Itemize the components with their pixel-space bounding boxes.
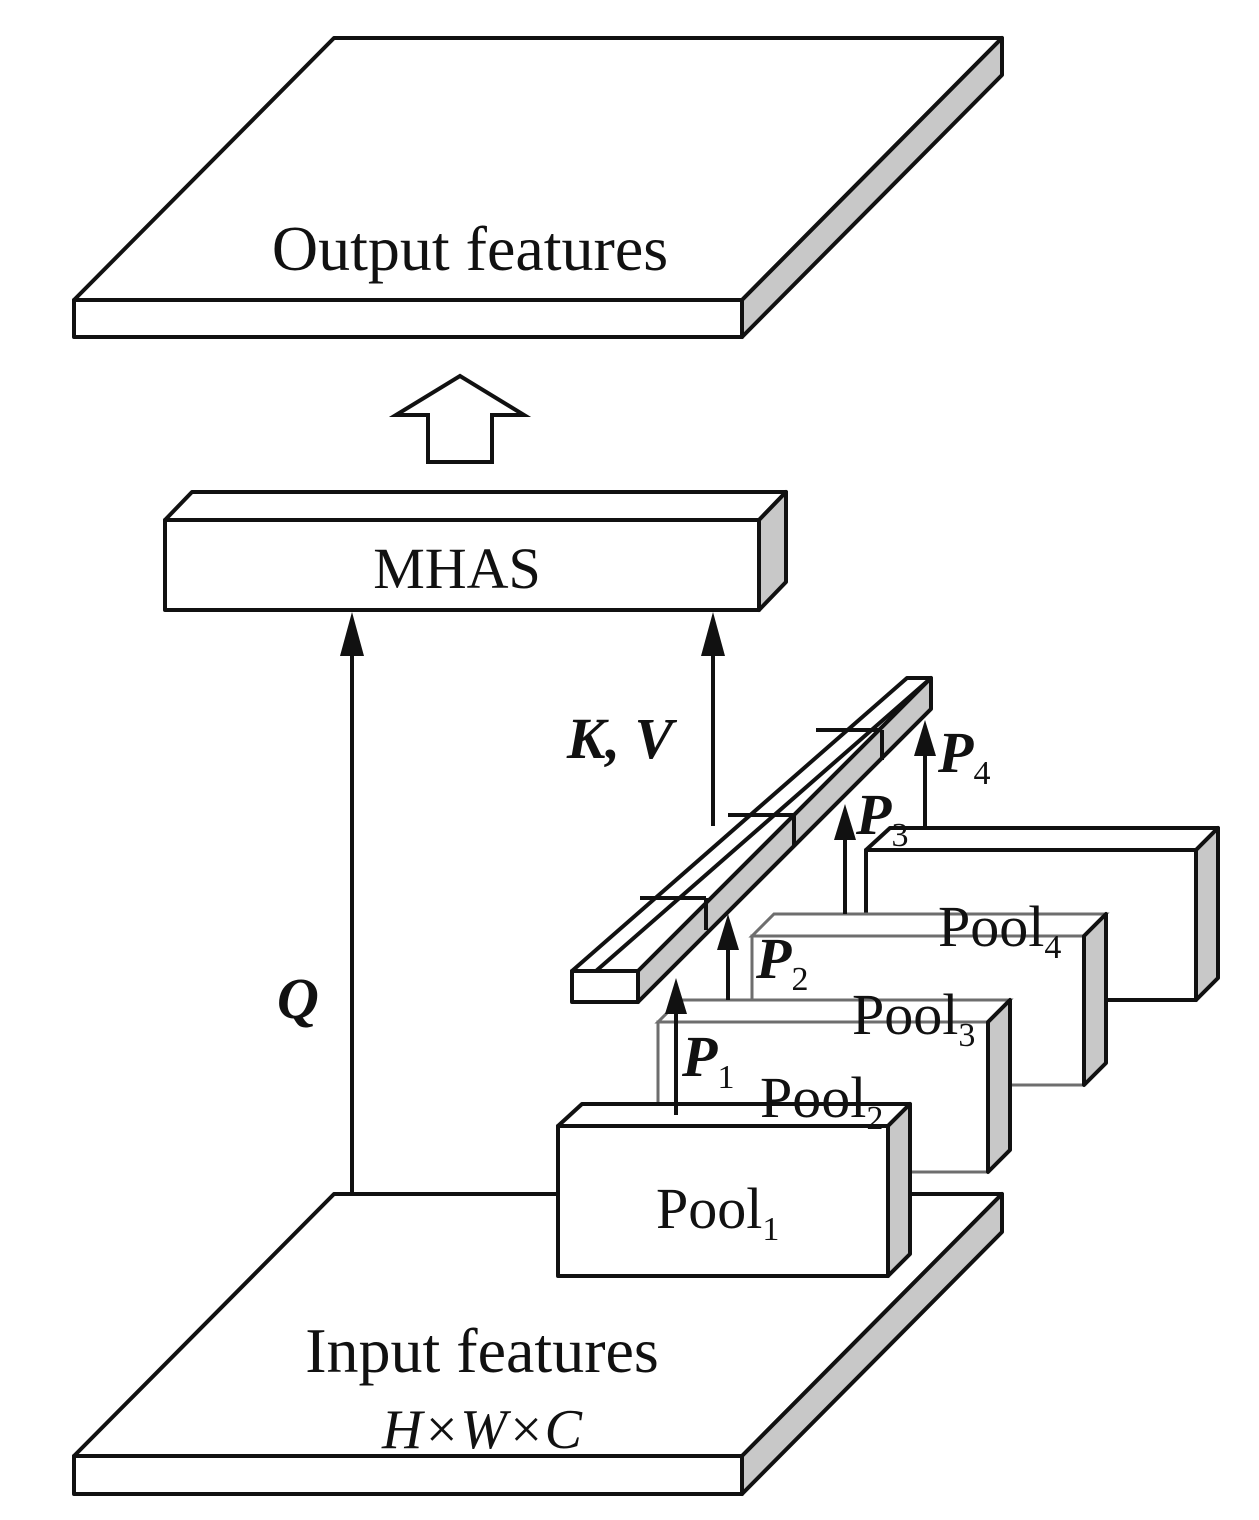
hollow-up-arrow — [388, 373, 532, 464]
p1-label: P1 — [681, 1024, 734, 1096]
p1-arrow — [665, 978, 687, 1115]
p3-arrow — [834, 804, 856, 914]
p2-label: P2 — [755, 926, 808, 998]
p4-arrow — [914, 720, 936, 828]
p2-arrow — [717, 914, 739, 1000]
kv-arrow — [701, 612, 725, 826]
kv-label: K, V — [566, 706, 678, 771]
pool2-label: Pool2 — [760, 1065, 883, 1137]
output-features-label: Output features — [272, 213, 668, 284]
pool3-label: Pool3 — [852, 982, 975, 1054]
p4-label: P4 — [937, 720, 990, 792]
pool4-label: Pool4 — [938, 894, 1061, 966]
mhas-block: MHAS — [163, 490, 788, 612]
mhas-label: MHAS — [373, 536, 541, 601]
pool1-label: Pool1 — [656, 1176, 779, 1248]
p3-label: P3 — [855, 782, 908, 854]
concat-token-bar — [570, 676, 933, 1004]
output-features-plate: Output features — [72, 36, 1004, 339]
input-features-label: Input features — [305, 1315, 659, 1386]
input-dims-label: H×W×C — [381, 1399, 583, 1461]
q-label: Q — [277, 966, 319, 1031]
pool1-box — [556, 1102, 912, 1278]
